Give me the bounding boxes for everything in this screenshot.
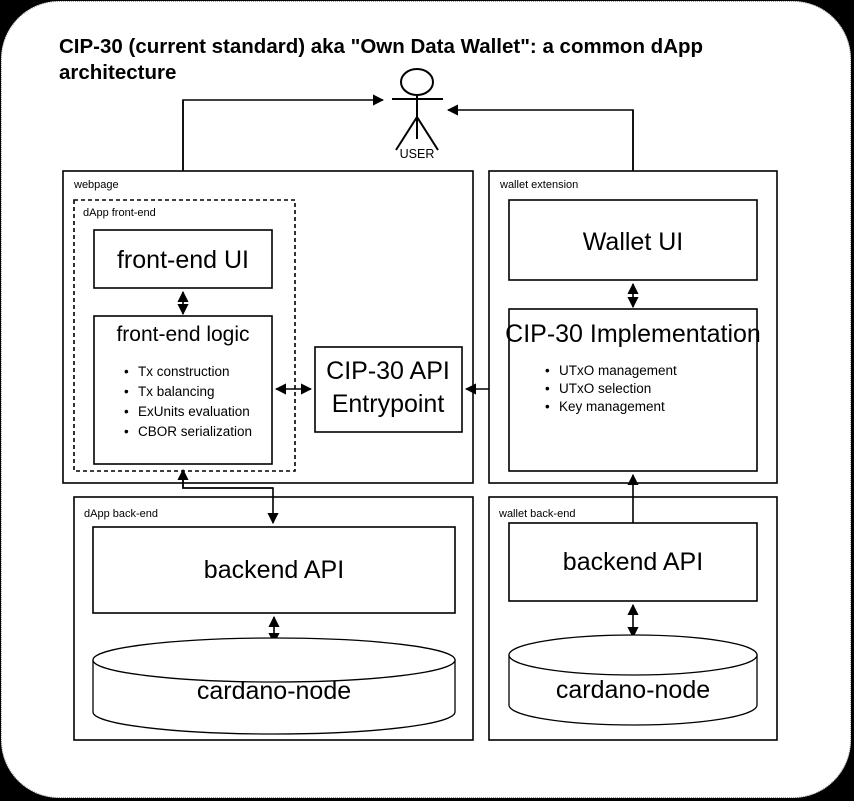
bullet-marker: • (124, 364, 129, 379)
page-title: CIP-30 (current standard) aka "Own Data … (59, 35, 709, 84)
node-frontend-ui[interactable] (93, 229, 273, 289)
container-dapp-frontend-label: dApp front-end (83, 207, 156, 219)
node-dapp-cardano-node-label: cardano-node (197, 677, 351, 705)
container-wallet-extension-label: wallet extension (499, 179, 578, 191)
node-dapp-cardano-node[interactable] (92, 637, 456, 735)
node-wallet-ui[interactable] (508, 199, 758, 281)
arrow-dapp-backend-api-to-frontend-logic (177, 468, 273, 489)
page-title-line1: CIP-30 (current standard) aka "Own Data … (59, 35, 703, 58)
node-cip30-api-entrypoint-label-line2: Entrypoint (332, 390, 445, 418)
frontend-logic-bullet-list: • Tx construction • Tx balancing • ExUni… (124, 364, 252, 439)
user-actor-icon (392, 68, 443, 151)
node-cip30-implementation[interactable] (508, 308, 758, 472)
bullet-item: UTxO management (559, 363, 677, 378)
bullet-item: Key management (559, 399, 665, 414)
container-dapp-backend-label: dApp back-end (84, 508, 158, 520)
bullet-marker: • (545, 363, 550, 378)
node-wallet-cardano-node[interactable] (508, 634, 758, 726)
node-wallet-backend-api-label: backend API (563, 548, 703, 576)
container-wallet-backend-label: wallet back-end (498, 508, 575, 520)
user-actor-label: USER (400, 147, 435, 161)
node-dapp-backend-api[interactable] (92, 526, 456, 614)
node-wallet-cardano-node-label: cardano-node (556, 676, 710, 704)
node-cip30-api-entrypoint[interactable] (314, 346, 463, 433)
node-frontend-logic-label: front-end logic (116, 323, 249, 346)
bullet-marker: • (545, 399, 550, 414)
bullet-marker: • (124, 404, 129, 419)
node-frontend-ui-label: front-end UI (117, 246, 249, 274)
node-frontend-logic[interactable] (93, 315, 273, 465)
container-webpage-label: webpage (73, 179, 119, 191)
node-cip30-implementation-label: CIP-30 Implementation (505, 320, 761, 348)
bullet-item: CBOR serialization (138, 424, 252, 439)
bullet-marker: • (124, 424, 129, 439)
bullet-item: Tx balancing (138, 384, 215, 399)
bullet-item: UTxO selection (559, 381, 651, 396)
cip30-implementation-bullet-list: • UTxO management • UTxO selection • Key… (545, 363, 677, 414)
bullet-item: Tx construction (138, 364, 230, 379)
page-title-line2: architecture (59, 61, 176, 84)
bullet-marker: • (545, 381, 550, 396)
node-wallet-ui-label: Wallet UI (583, 228, 683, 256)
node-wallet-backend-api[interactable] (508, 522, 758, 602)
node-dapp-backend-api-label: backend API (204, 556, 344, 584)
bullet-item: ExUnits evaluation (138, 404, 250, 419)
bullet-marker: • (124, 384, 129, 399)
node-cip30-api-entrypoint-label-line1: CIP-30 API (326, 357, 450, 385)
